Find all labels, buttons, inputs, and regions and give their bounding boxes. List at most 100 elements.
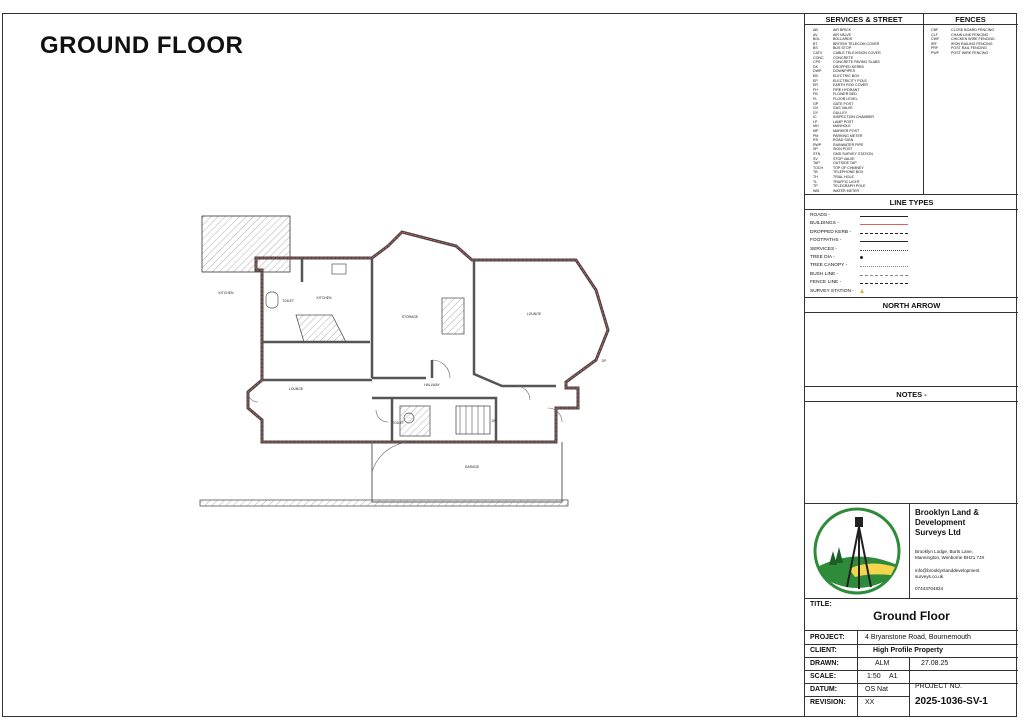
line-type-item: SURVEY STATION - [810, 288, 864, 294]
label-storage: STORAGE [402, 315, 419, 319]
fences-header: FENCES [955, 15, 986, 24]
line-type-item: SERVICES - [810, 247, 908, 252]
title-label: TITLE: [810, 601, 832, 608]
line-type-item: FOOTPATHS - [810, 238, 908, 243]
label-kitchen-ext: KITCHEN [219, 291, 234, 295]
line-type-item: ROADS - [810, 213, 908, 218]
label-lounge-2: LOUNGE [289, 387, 304, 391]
company-address: Brooklyn Lodge, Burts Lane, Mannington, … [915, 549, 985, 560]
revision-label: REVISION: [810, 699, 846, 706]
company-logo [813, 507, 901, 595]
label-toilet-2: TOILET [392, 421, 404, 425]
notes-header: NOTES - [896, 390, 927, 399]
line-type-sample [860, 274, 908, 276]
garage-outline [371, 442, 563, 503]
label-hallway: HALLWAY [424, 383, 440, 387]
line-type-sample [860, 241, 908, 243]
sheet-size-value: A1 [889, 673, 898, 680]
line-type-sample [860, 249, 908, 251]
line-type-sample [860, 256, 863, 259]
label-garage: GARAGE [465, 465, 480, 469]
line-type-item: FENCE LINE - [810, 280, 908, 285]
line-type-item: BUILDINGS - [810, 221, 908, 226]
line-type-sample [860, 266, 908, 268]
project-no-value: 2025-1036-SV-1 [915, 696, 988, 707]
line-type-item: TREE CANOPY - [810, 263, 908, 268]
line-type-sample [860, 232, 908, 234]
label-lounge-1: LOUNGE [527, 312, 542, 316]
drawing-title: GROUND FLOOR [40, 32, 244, 59]
label-toilet-1: TOILET [282, 299, 294, 303]
datum-value: OS Nat [865, 686, 888, 693]
company-phone: 07443704824 [915, 586, 944, 591]
floor-plan: KITCHEN TOILET KITCHEN STORAGE LOUNGE LO… [199, 215, 610, 507]
scale-label: SCALE: [810, 673, 837, 680]
services-header: SERVICES & STREET [825, 15, 903, 24]
label-kitchen: KITCHEN [317, 296, 332, 300]
project-label: PROJECT: [810, 634, 845, 641]
scale-value: 1:50 [867, 673, 881, 680]
line-types-header: LINE TYPES [889, 198, 934, 207]
line-type-item: DROPPED KERB - [810, 230, 908, 235]
drawing-sheet [2, 13, 1017, 717]
company-email: info@brooklynlanddevelopment surveys.co.… [915, 568, 980, 579]
north-arrow-header: NORTH ARROW [882, 301, 941, 310]
project-no-label: PROJECT NO. [915, 683, 962, 690]
revision-value: XX [865, 699, 875, 706]
line-type-item: BUSH LINE - [810, 272, 908, 277]
client-label: CLIENT: [810, 647, 837, 654]
line-type-sample [860, 283, 908, 285]
label-dp-1: DP [492, 419, 497, 423]
line-type-sample [860, 216, 908, 217]
label-dp-2: DP [602, 359, 607, 363]
line-type-sample [860, 288, 864, 293]
drawn-value: ALM [875, 660, 890, 667]
datum-label: DATUM: [810, 686, 838, 693]
line-type-sample [860, 224, 908, 226]
company-name: Brooklyn Land & Development Surveys Ltd [915, 508, 980, 537]
title-value: Ground Floor [873, 609, 950, 623]
drawn-label: DRAWN: [810, 660, 839, 667]
